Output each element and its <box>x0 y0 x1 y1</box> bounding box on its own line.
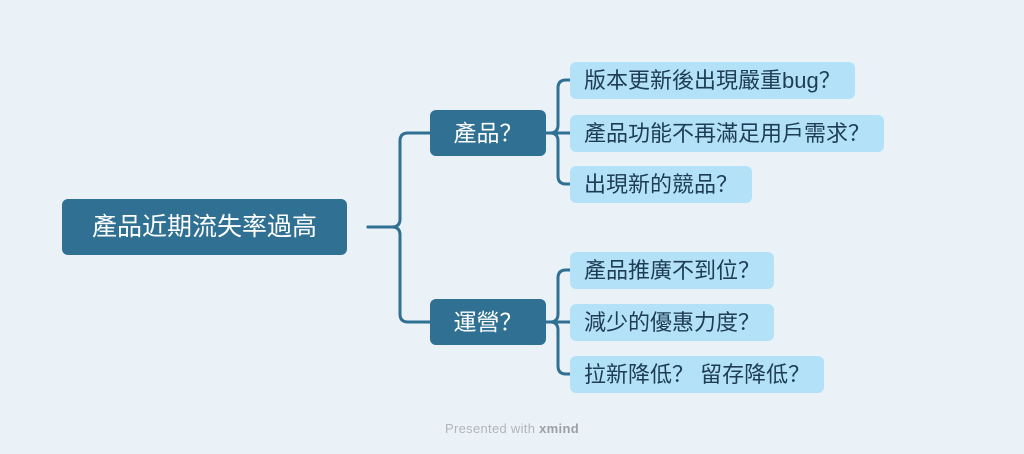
footer-brand-xmind: xmind <box>539 421 579 436</box>
connector-root-to-product <box>366 131 432 229</box>
branch-topic-product[interactable]: 產品？ <box>430 110 546 156</box>
connector-root-to-operations <box>366 225 432 324</box>
leaf-topic-features-not-meeting-needs[interactable]: 產品功能不再滿足用戶需求？ <box>570 115 885 152</box>
connector-operations-leaf-3 <box>544 320 572 376</box>
connector-operations-leaf-1 <box>544 268 572 324</box>
footer-credit-prefix: Presented with <box>445 421 540 436</box>
footer-credit: Presented with xmind <box>445 421 579 436</box>
leaf-topic-acquisition-retention-drop[interactable]: 拉新降低？ 留存降低？ <box>570 356 825 393</box>
connector-product-leaf-3 <box>544 131 572 186</box>
leaf-topic-reduced-discounts[interactable]: 減少的優惠力度？ <box>570 304 775 341</box>
leaf-topic-bug-after-update[interactable]: 版本更新後出現嚴重bug？ <box>570 62 855 99</box>
branch-topic-operations[interactable]: 運營？ <box>430 299 546 345</box>
root-topic[interactable]: 產品近期流失率過高 <box>62 199 348 255</box>
leaf-topic-new-competitors[interactable]: 出現新的競品？ <box>570 166 753 203</box>
leaf-topic-promotion-not-in-place[interactable]: 產品推廣不到位？ <box>570 252 775 289</box>
connector-product-leaf-1 <box>544 78 572 135</box>
